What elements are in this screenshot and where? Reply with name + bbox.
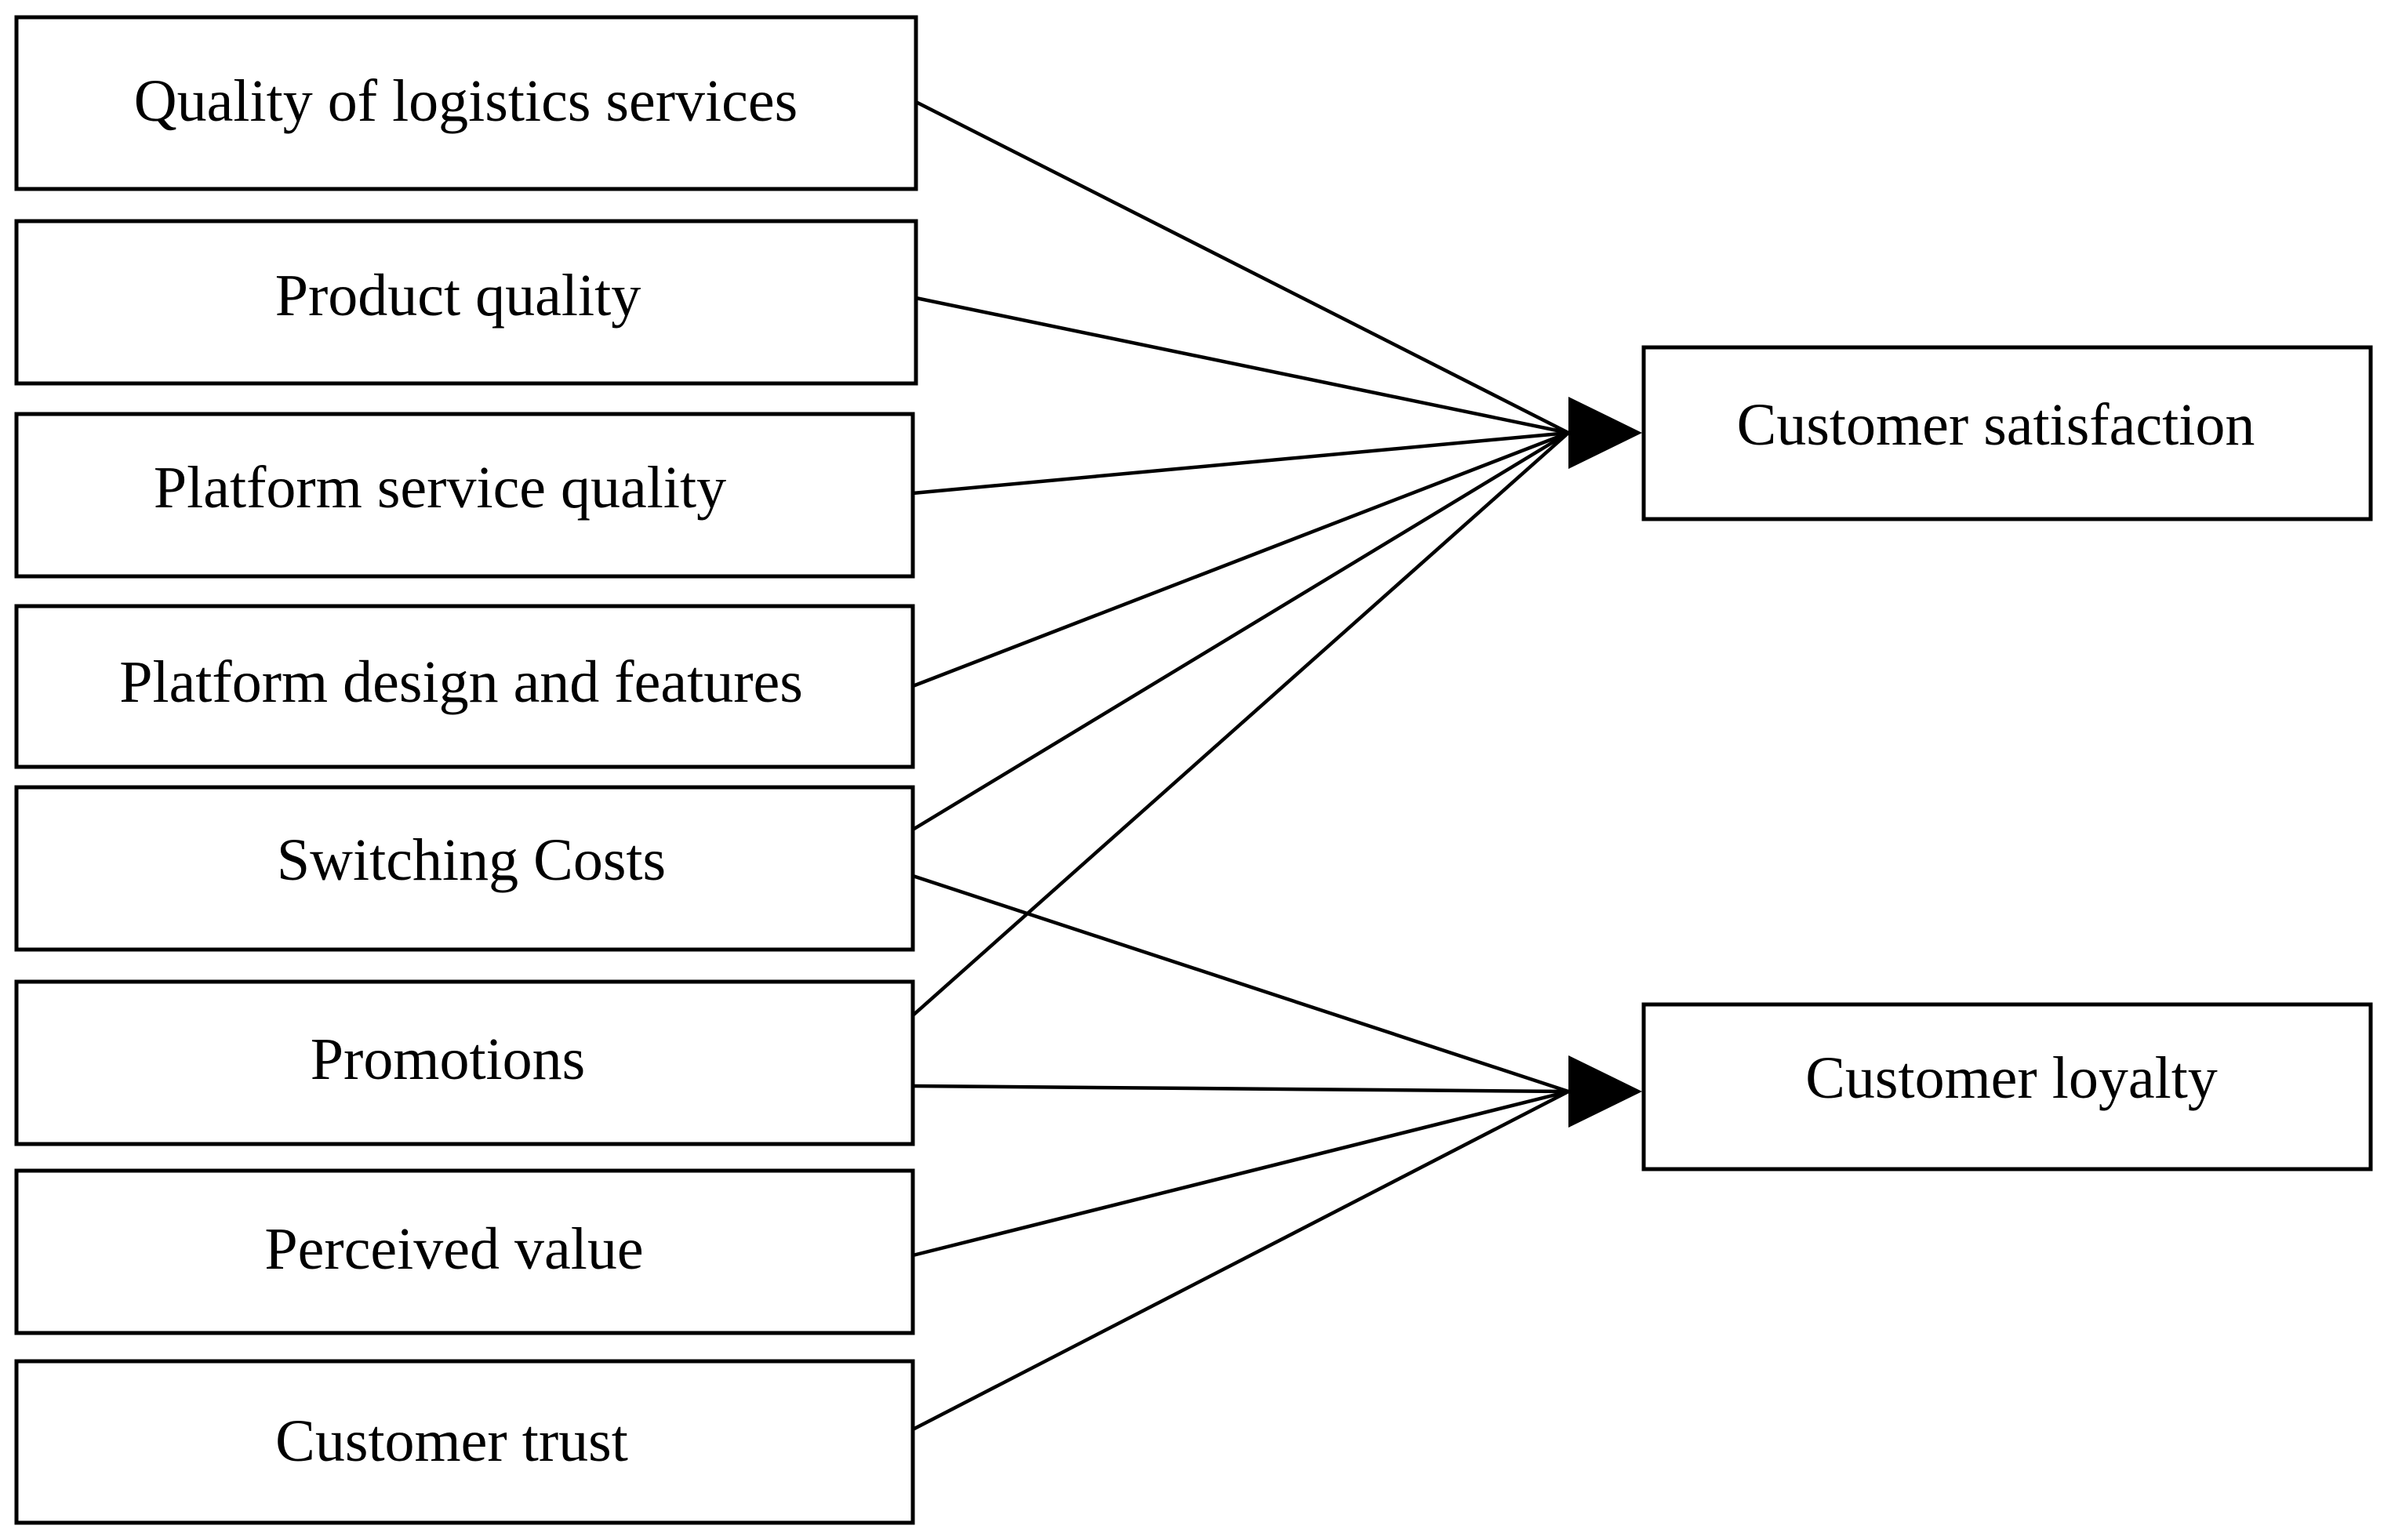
node-label: Perceived value (264, 1216, 643, 1282)
node-customer-loyalty: Customer loyalty (1641, 1002, 2373, 1171)
node-platform-design-and-features: Platform design and features (14, 604, 915, 769)
node-label: Product quality (275, 263, 641, 329)
edge-platform-design-to-satisfaction (912, 430, 1569, 688)
node-label: Promotions (311, 1026, 586, 1092)
edges-layer (911, 100, 1570, 1431)
arrowheads-layer (1568, 397, 1642, 1128)
node-customer-satisfaction: Customer satisfaction (1641, 345, 2373, 521)
node-platform-service-quality: Platform service quality (14, 412, 915, 579)
node-customer-trust: Customer trust (14, 1359, 915, 1525)
edge-promotions-to-loyalty (912, 1084, 1569, 1094)
node-perceived-value: Perceived value (14, 1168, 915, 1335)
node-label: Customer loyalty (1805, 1045, 2218, 1111)
node-quality-of-logistics-services: Quality of logistics services (14, 15, 918, 191)
edge-perceived-value-to-loyalty (912, 1089, 1569, 1258)
node-label: Customer satisfaction (1737, 392, 2255, 458)
edge-platform-service-to-satisfaction (912, 430, 1569, 496)
arrowhead-to-satisfaction (1568, 397, 1642, 469)
edge-switching-to-satisfaction (911, 431, 1570, 831)
edge-product-to-satisfaction (915, 296, 1569, 435)
node-label: Quality of logistics services (134, 68, 798, 134)
node-label: Platform design and features (119, 649, 803, 715)
edge-logistics-to-satisfaction (914, 100, 1570, 435)
node-label: Customer trust (275, 1408, 628, 1474)
node-switching-costs: Switching Costs (14, 785, 915, 952)
node-promotions: Promotions (14, 979, 915, 1146)
edge-switching-to-loyalty (912, 874, 1569, 1094)
node-label: Switching Costs (277, 827, 666, 893)
node-label: Platform service quality (154, 455, 726, 521)
edge-promotions-to-satisfaction (911, 431, 1570, 1017)
edge-trust-to-loyalty (911, 1090, 1570, 1431)
arrowhead-to-loyalty (1568, 1055, 1642, 1128)
node-product-quality: Product quality (14, 219, 918, 386)
